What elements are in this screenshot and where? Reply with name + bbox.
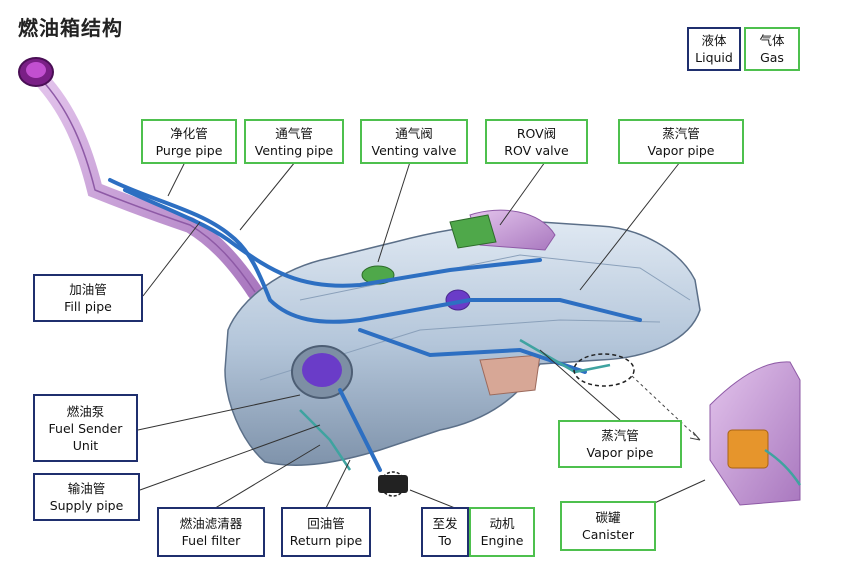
legend-gas-zh: 气体 (759, 33, 785, 48)
label-venting-pipe: 通气管 Venting pipe (244, 119, 344, 164)
label-purge-pipe-en: Purge pipe (155, 142, 223, 158)
legend-liquid-zh: 液体 (701, 33, 727, 48)
page-title: 燃油箱结构 (18, 16, 123, 40)
label-venting-pipe-en: Venting pipe (254, 142, 334, 158)
engine-connector (378, 471, 408, 497)
label-to-engine-en2: Engine (480, 533, 524, 548)
legend-gas: 气体 Gas (744, 27, 800, 71)
label-to-engine-zh1: 至发 (432, 516, 458, 531)
label-to-engine-liquid: 至发 To (421, 507, 469, 557)
label-fuel-filter: 燃油滤清器 Fuel filter (157, 507, 265, 557)
label-to-engine-en1: To (438, 533, 452, 548)
label-fill-pipe-en: Fill pipe (64, 299, 112, 314)
label-return-pipe-zh: 回油管 (307, 516, 345, 531)
leader-lines (137, 161, 706, 511)
label-venting-valve: 通气阀 Venting valve (360, 119, 468, 164)
fill-pipe-drawing (18, 57, 263, 300)
label-fuel-sender-en1: Fuel Sender (48, 420, 123, 436)
label-fuel-filter-zh: 燃油滤清器 (179, 516, 243, 531)
label-to-engine-zh2: 动机 (489, 516, 515, 531)
label-purge-pipe-zh: 净化管 (170, 125, 208, 141)
label-vapor-pipe-bottom: 蒸汽管 Vapor pipe (558, 420, 682, 468)
label-vapor-pipe-top-en: Vapor pipe (647, 142, 715, 158)
label-rov-valve-en: ROV valve (504, 142, 569, 158)
label-vapor-pipe-top-zh: 蒸汽管 (662, 125, 700, 141)
label-purge-pipe: 净化管 Purge pipe (141, 119, 237, 164)
label-venting-valve-zh: 通气阀 (395, 125, 433, 141)
label-fuel-filter-en: Fuel filter (181, 533, 241, 548)
label-canister: 碳罐 Canister (560, 501, 656, 551)
label-return-pipe: 回油管 Return pipe (281, 507, 371, 557)
label-supply-pipe-zh: 输油管 (67, 481, 106, 496)
legend-liquid-en: Liquid (695, 50, 733, 65)
label-to-engine-gas: 动机 Engine (469, 507, 535, 557)
label-rov-valve-zh: ROV阀 (516, 125, 557, 141)
label-supply-pipe-en: Supply pipe (49, 498, 124, 513)
vapor-junction-highlight (573, 353, 635, 387)
legend-liquid: 液体 Liquid (687, 27, 741, 71)
label-vapor-pipe-bottom-en: Vapor pipe (586, 445, 654, 460)
label-fill-pipe-zh: 加油管 (69, 282, 107, 297)
label-rov-valve: ROV阀 ROV valve (485, 119, 588, 164)
tank-body (224, 209, 701, 466)
label-fuel-sender-zh: 燃油泵 (66, 403, 105, 419)
label-canister-zh: 碳罐 (595, 510, 621, 525)
label-return-pipe-en: Return pipe (289, 533, 363, 548)
canister-inset (709, 361, 802, 506)
label-vapor-pipe-top: 蒸汽管 Vapor pipe (618, 119, 744, 164)
label-fill-pipe: 加油管 Fill pipe (33, 274, 143, 322)
legend-gas-en: Gas (760, 50, 784, 65)
label-canister-en: Canister (581, 527, 635, 542)
label-fuel-sender-en2: Unit (72, 437, 99, 453)
label-supply-pipe: 输油管 Supply pipe (33, 473, 140, 521)
label-vapor-pipe-bottom-zh: 蒸汽管 (601, 428, 639, 443)
label-venting-pipe-zh: 通气管 (275, 125, 313, 141)
label-fuel-sender: 燃油泵 Fuel Sender Unit (33, 394, 138, 462)
label-venting-valve-en: Venting valve (371, 142, 457, 158)
